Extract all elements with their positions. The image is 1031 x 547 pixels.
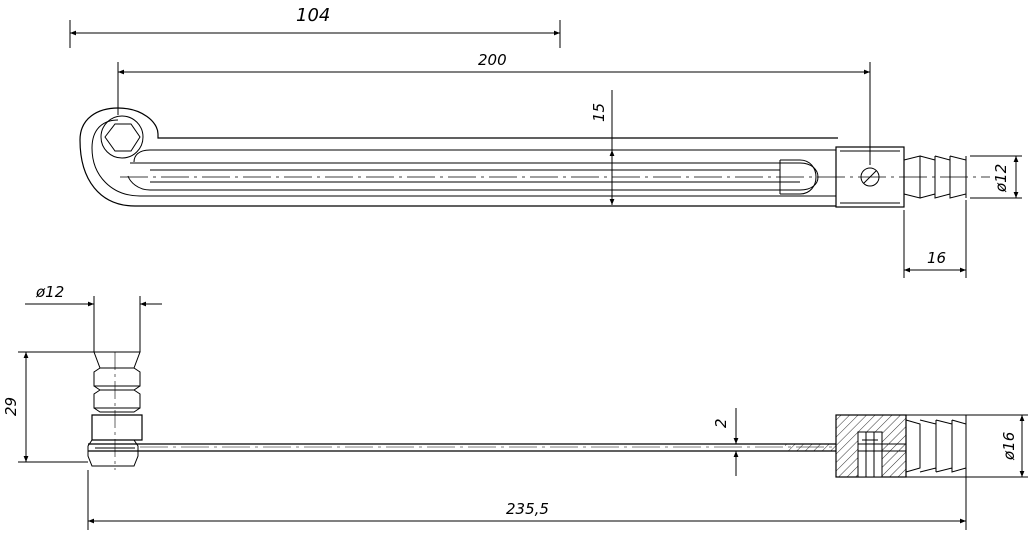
- dimension-phi12-top: [970, 155, 1022, 199]
- screw-head: [860, 167, 880, 187]
- top-view: [79, 107, 990, 208]
- label-16: 16: [927, 249, 946, 267]
- dimension-235-5: [87, 470, 967, 530]
- hook-inner-line-2: [133, 149, 836, 163]
- slot-end: [780, 159, 817, 195]
- dimension-16: [903, 200, 967, 278]
- label-235-5: 235,5: [506, 500, 549, 518]
- label-phi16: ø16: [1000, 432, 1018, 461]
- label-104: 104: [296, 5, 330, 26]
- label-phi12-top: ø12: [992, 164, 1010, 193]
- hook-eye-circle: [100, 115, 144, 159]
- side-view-fitting: [87, 351, 143, 470]
- label-15: 15: [590, 103, 608, 122]
- label-2: 2: [712, 418, 730, 428]
- barbed-fitting-top: [903, 155, 967, 199]
- slot-outline: [127, 162, 819, 191]
- dimension-29: [18, 351, 94, 463]
- dimension-200: [117, 62, 871, 165]
- dimension-phi16: [906, 414, 1028, 478]
- block-section: [835, 414, 967, 478]
- label-phi12-side: ø12: [35, 283, 64, 301]
- dimension-104: [69, 20, 561, 48]
- dimension-2: [700, 408, 785, 476]
- label-29: 29: [2, 397, 20, 416]
- dimension-phi12-side: [25, 296, 162, 352]
- hook-inner-line: [91, 119, 836, 197]
- barbed-fitting-side: [93, 351, 141, 413]
- hook-outline: [79, 107, 838, 207]
- flat-bar: [88, 443, 836, 452]
- hex-nut: [104, 123, 141, 152]
- label-200: 200: [478, 51, 507, 69]
- slot-inner: [150, 169, 800, 183]
